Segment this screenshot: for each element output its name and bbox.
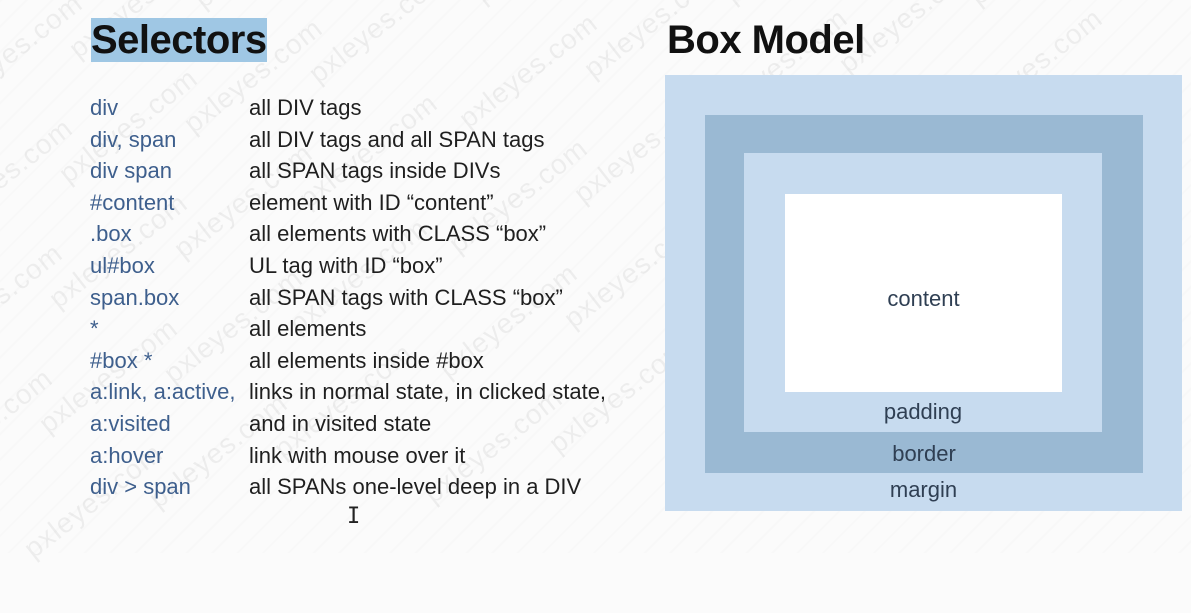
watermark-text: pxleyes.com xyxy=(0,112,79,240)
selector-name: div span xyxy=(90,158,172,184)
selector-name: div > span xyxy=(90,474,191,500)
watermark-text: pxleyes.com xyxy=(963,0,1114,12)
border-area: content padding border xyxy=(705,115,1143,473)
watermark-text: pxleyes.com xyxy=(188,0,339,15)
box-model-title: Box Model xyxy=(667,18,865,62)
selector-description: all SPAN tags with CLASS “box” xyxy=(249,284,563,310)
selector-description: UL tag with ID “box” xyxy=(249,252,443,278)
selector-row: a:link, a:active, links in normal state,… xyxy=(90,376,650,408)
selector-name: * xyxy=(90,316,99,342)
selector-description: all SPANs one-level deep in a DIV xyxy=(249,474,582,500)
selector-description: all DIV tags xyxy=(249,95,362,120)
selectors-list: div all DIV tags div, span all DIV tags … xyxy=(90,92,650,503)
selector-row: #box * all elements inside #box xyxy=(90,345,650,377)
watermark-text: pxleyes.com xyxy=(302,0,454,90)
selector-name: ul#box xyxy=(90,252,155,278)
content-area: content xyxy=(785,194,1062,392)
selector-description: all SPAN tags inside DIVs xyxy=(249,158,501,184)
margin-label: margin xyxy=(889,477,958,502)
watermark-text: pxleyes.com xyxy=(468,0,619,10)
selector-description: links in normal state, in clicked state, xyxy=(249,379,607,405)
watermark-text: pxleyes.com xyxy=(0,362,59,490)
content-label: content xyxy=(887,286,960,311)
selector-name: .box xyxy=(90,221,132,247)
padding-area: content padding xyxy=(744,153,1102,432)
selector-description: all elements xyxy=(249,316,367,342)
selector-name: #box * xyxy=(90,347,153,373)
selector-row: ul#box UL tag with ID “box” xyxy=(90,250,650,282)
watermark-text: pxleyes.com xyxy=(0,237,69,365)
selector-name: a:visited xyxy=(90,410,171,436)
selector-name: #content xyxy=(90,189,175,215)
selector-description: and in visited state xyxy=(249,410,432,436)
selector-row: .box all elements with CLASS “box” xyxy=(90,218,650,250)
selectors-title: Selectors xyxy=(91,18,267,62)
selector-row: div > span all SPANs one-level deep in a… xyxy=(90,471,650,503)
slide-canvas: pxleyes.com pxleyes.com pxleyes.com pxle… xyxy=(0,0,1191,564)
selector-description: link with mouse over it xyxy=(249,442,466,468)
selector-name: div, span xyxy=(90,126,177,152)
watermark-text: pxleyes.com xyxy=(718,0,869,10)
selector-name: div xyxy=(90,95,119,120)
border-label: border xyxy=(892,441,956,466)
selector-row: a:hover link with mouse over it xyxy=(90,440,650,472)
box-model-diagram: content padding border margin xyxy=(665,75,1182,511)
padding-label: padding xyxy=(883,399,963,424)
watermark-text: pxleyes.com xyxy=(0,0,89,115)
selector-name: a:hover xyxy=(90,442,164,468)
selector-name: a:link, a:active, xyxy=(90,379,236,405)
selector-row: span.box all SPAN tags with CLASS “box” xyxy=(90,282,650,314)
selector-row: div, span all DIV tags and all SPAN tags xyxy=(90,124,650,156)
selector-row: * all elements xyxy=(90,313,650,345)
selector-name: span.box xyxy=(90,284,180,310)
selector-description: element with ID “content” xyxy=(249,189,494,215)
text-cursor-icon: 𝙸 xyxy=(347,504,361,529)
selector-row: #content element with ID “content” xyxy=(90,187,650,219)
selector-row: a:visited and in visited state xyxy=(90,408,650,440)
selector-description: all DIV tags and all SPAN tags xyxy=(249,126,545,152)
selector-description: all elements with CLASS “box” xyxy=(249,221,547,247)
selector-row: div all DIV tags xyxy=(90,92,650,124)
selector-row: div span all SPAN tags inside DIVs xyxy=(90,155,650,187)
selector-description: all elements inside #box xyxy=(249,347,484,373)
